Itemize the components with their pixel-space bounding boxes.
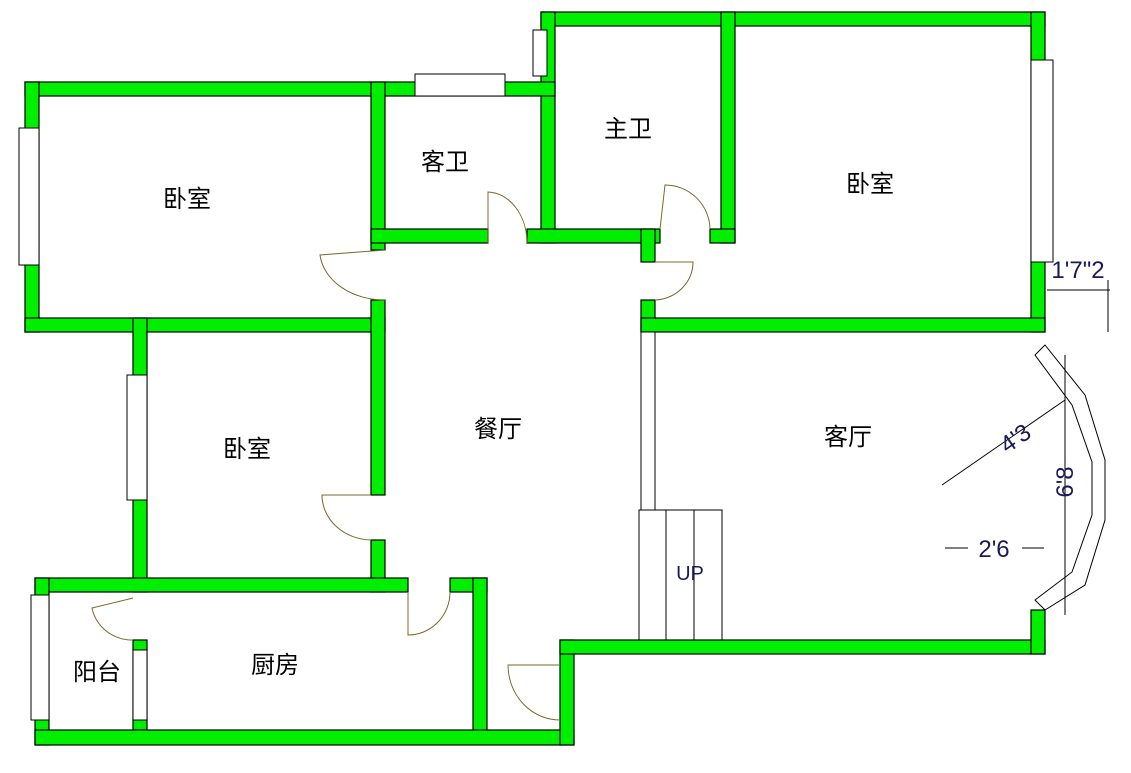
label-dining: 餐厅	[474, 415, 522, 443]
window-bedroom-nw	[18, 127, 40, 266]
label-kitchen: 厨房	[251, 651, 299, 679]
doors	[91, 184, 711, 721]
walls	[24, 11, 1046, 746]
label-bedroom-ne: 卧室	[846, 170, 894, 198]
stairs: UP	[638, 509, 723, 641]
window-master-bath	[532, 29, 548, 77]
dim-bay-width: 6'8	[1052, 466, 1079, 497]
window-bedroom-w	[126, 374, 148, 501]
stairs-up-label: UP	[676, 563, 704, 585]
partition-living	[640, 331, 656, 511]
window-bedroom-ne	[1030, 59, 1054, 263]
bay-window	[1034, 344, 1106, 611]
windows	[18, 29, 1106, 721]
window-balcony	[30, 594, 50, 721]
label-balcony: 阳台	[73, 658, 121, 686]
dim-bay-depth: 4'3	[995, 419, 1036, 459]
dimension-lines	[941, 280, 1110, 615]
label-bedroom-w: 卧室	[223, 435, 271, 463]
label-master-bath: 主卫	[604, 115, 652, 143]
room-labels: 卧室 客卫 主卫 卧室 卧室 餐厅 客厅 阳台 厨房	[73, 115, 894, 686]
window-guest-bath	[414, 73, 506, 97]
label-living: 客厅	[824, 423, 872, 451]
label-guest-bath: 客卫	[421, 148, 469, 176]
dim-window-offset: 1'7"2	[1051, 257, 1104, 284]
window-kitchen	[132, 649, 148, 721]
dim-bay-half: 2'6	[978, 536, 1009, 563]
label-bedroom-nw: 卧室	[163, 185, 211, 213]
